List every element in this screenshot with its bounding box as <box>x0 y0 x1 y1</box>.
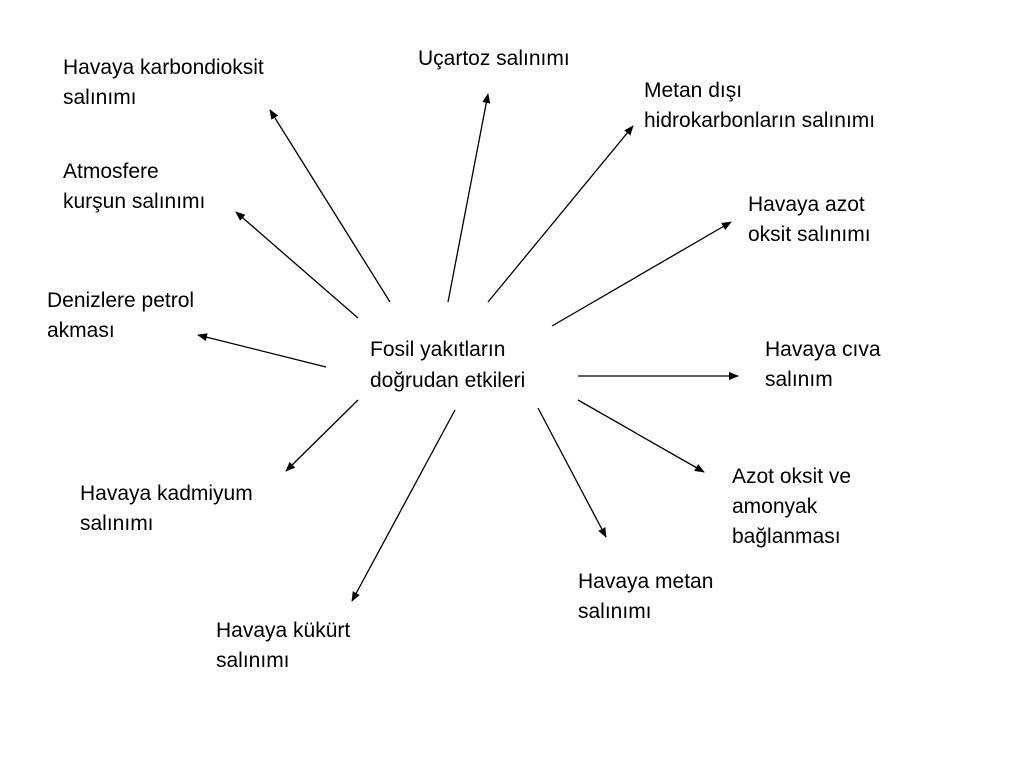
arrow-kukurt <box>351 409 456 602</box>
arrow-kursun <box>235 211 359 319</box>
effect-metan-label: Havaya metan salınımı <box>578 570 714 623</box>
effect-karbondioksit-label: Havaya karbondioksit salınımı <box>63 56 264 109</box>
arrow-kadmiyum <box>285 399 359 472</box>
effect-metan-disi-label: Metan dışı hidrokarbonların salınımı <box>644 79 876 132</box>
effect-kadmiyum-label: Havaya kadmiyum salınımı <box>80 482 253 535</box>
arrow-karbondioksit <box>269 109 391 303</box>
arrow-ucartoz <box>447 93 491 303</box>
arrow-metan <box>537 407 607 538</box>
effect-ucartoz-label: Uçartoz salınımı <box>418 47 570 70</box>
center-node-label: Fosil yakıtların doğrudan etkileri <box>370 338 526 392</box>
arrow-azot-amonyak <box>577 399 705 473</box>
effect-azot-oksit-label: Havaya azot oksit salınımı <box>748 193 871 246</box>
effect-kukurt-label: Havaya kükürt salınımı <box>216 619 351 672</box>
arrow-azot-oksit <box>551 221 732 327</box>
arrow-metan-disi <box>487 125 634 303</box>
arrow-petrol <box>197 333 327 368</box>
effect-azot-amonyak-label: Azot oksit ve amonyak bağlanması <box>732 465 852 548</box>
effect-petrol-label: Denizlere petrol akması <box>47 289 195 342</box>
effect-kursun-label: Atmosfere kurşun salınımı <box>63 160 206 213</box>
effect-civa-label: Havaya cıva salınım <box>765 338 881 391</box>
